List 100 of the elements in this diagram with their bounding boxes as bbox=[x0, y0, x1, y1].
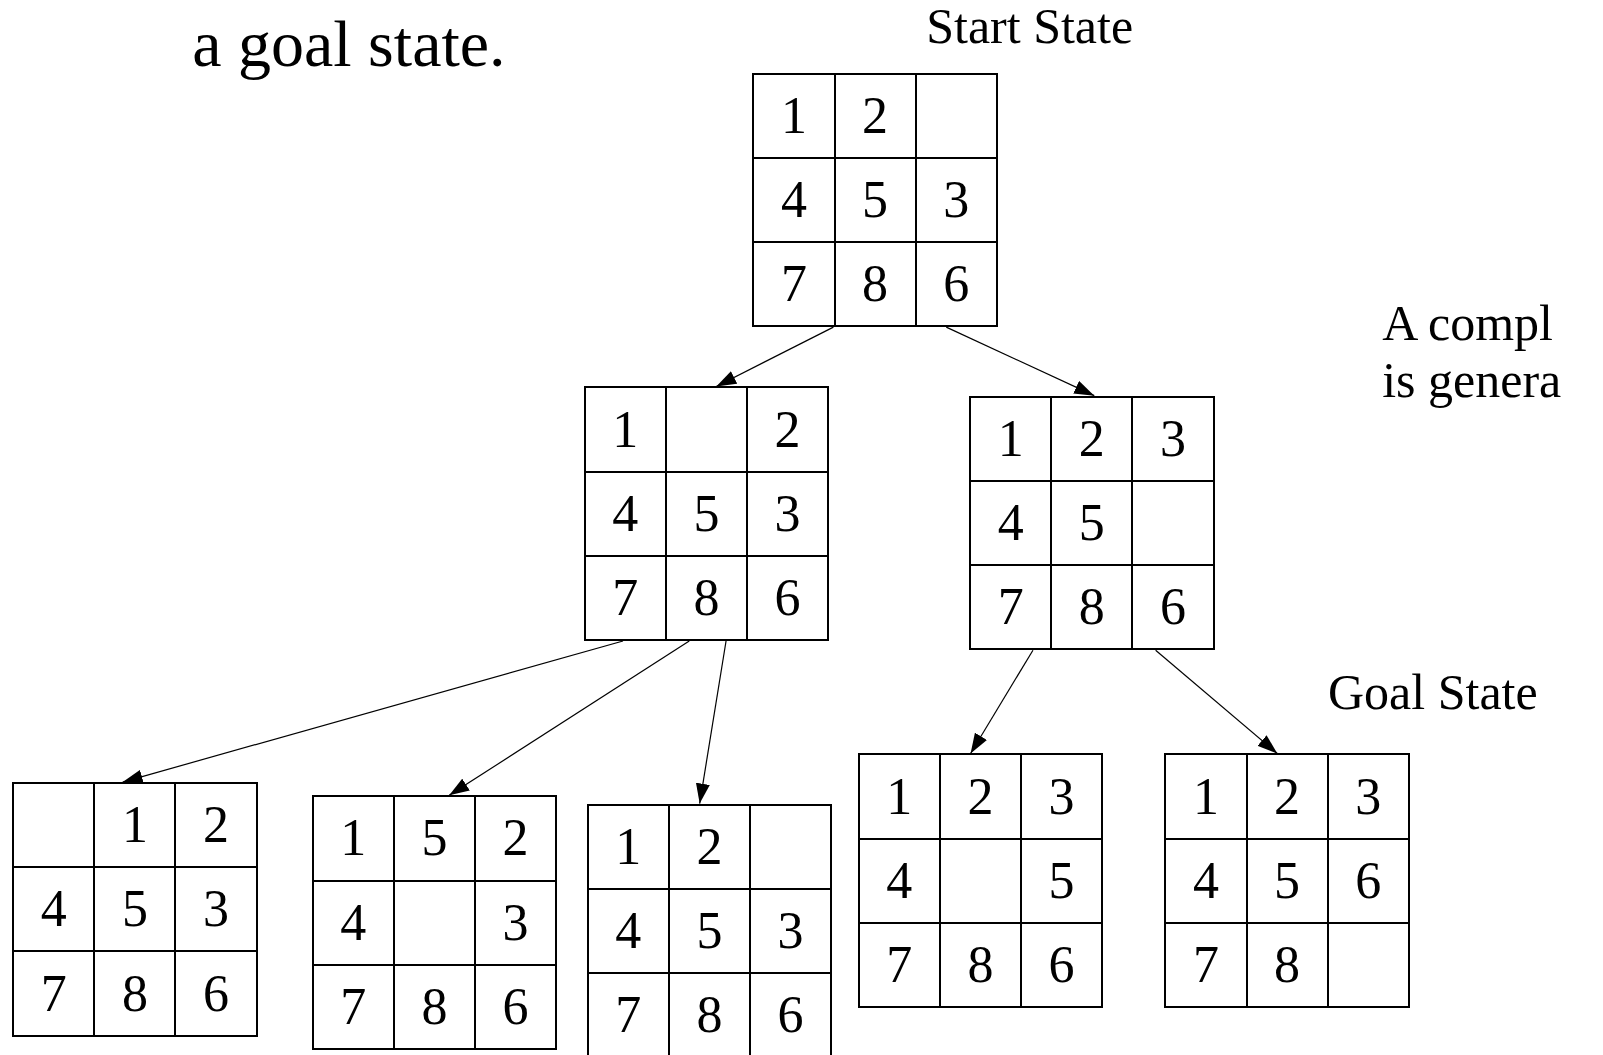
puzzle-tile bbox=[939, 754, 1021, 839]
tile-number: 5 bbox=[696, 904, 723, 957]
arrow bbox=[715, 326, 834, 388]
puzzle-tile bbox=[312, 796, 394, 881]
tile-number: 2 bbox=[862, 89, 889, 142]
puzzle-tile bbox=[1165, 838, 1247, 923]
tile-number: 2 bbox=[967, 770, 994, 823]
puzzle-tile bbox=[94, 867, 176, 952]
puzzle-tile bbox=[750, 972, 832, 1055]
tile-number: 7 bbox=[1192, 938, 1219, 991]
puzzle-tile bbox=[393, 964, 475, 1049]
tile-number: 5 bbox=[862, 173, 889, 226]
puzzle-tile bbox=[746, 387, 829, 472]
tile-number: 7 bbox=[780, 258, 807, 310]
puzzle-tile bbox=[970, 396, 1052, 481]
puzzle-tile bbox=[668, 888, 751, 973]
tile-number: 8 bbox=[421, 980, 448, 1033]
tile-number: 6 bbox=[774, 571, 801, 624]
puzzle-board bbox=[586, 803, 833, 1055]
blank-tile bbox=[750, 804, 832, 889]
tile-number: 3 bbox=[774, 487, 801, 540]
tile-number: 5 bbox=[1078, 496, 1105, 549]
tile-number: 5 bbox=[1274, 854, 1301, 907]
puzzle-tile bbox=[834, 157, 916, 242]
tile-number: 2 bbox=[774, 403, 801, 456]
puzzle-tile bbox=[858, 838, 940, 923]
puzzle-tile bbox=[1051, 480, 1133, 565]
tile-number: 6 bbox=[502, 980, 529, 1033]
tile-number: 5 bbox=[693, 487, 720, 540]
puzzle-tile bbox=[393, 796, 475, 881]
note-text: A compl bbox=[1382, 296, 1553, 352]
tile-number: 4 bbox=[1192, 854, 1219, 907]
tile-number: 3 bbox=[502, 896, 529, 949]
puzzle-tile bbox=[939, 922, 1021, 1007]
tile-number: 3 bbox=[1159, 412, 1186, 465]
tile-number: 3 bbox=[1355, 770, 1382, 823]
tile-number: 1 bbox=[612, 403, 639, 456]
tile-number: 6 bbox=[203, 967, 230, 1020]
tile-number: 4 bbox=[615, 904, 642, 957]
puzzle-tile bbox=[1165, 922, 1247, 1007]
puzzle-tile bbox=[668, 804, 751, 889]
tile-number: 3 bbox=[203, 883, 230, 936]
puzzle-board bbox=[752, 72, 998, 328]
puzzle-tile bbox=[834, 241, 916, 327]
tile-number: 8 bbox=[967, 938, 994, 991]
arrow bbox=[970, 649, 1034, 755]
puzzle-tile bbox=[753, 157, 835, 242]
tile-number: 4 bbox=[612, 487, 639, 540]
puzzle-board bbox=[857, 753, 1104, 1008]
heading-text: a goal state. bbox=[192, 8, 506, 81]
puzzle-tile bbox=[746, 471, 829, 556]
tile-number: 5 bbox=[1048, 854, 1075, 907]
tile-number: 7 bbox=[997, 581, 1024, 634]
puzzle-board bbox=[12, 782, 258, 1037]
tile-number: 8 bbox=[121, 967, 148, 1020]
puzzle-board bbox=[311, 795, 558, 1050]
puzzle-tile bbox=[587, 804, 669, 889]
puzzle-tile bbox=[1051, 565, 1133, 650]
tile-number: 2 bbox=[1274, 770, 1301, 823]
tile-number: 7 bbox=[40, 967, 67, 1020]
blank-tile bbox=[1132, 480, 1214, 565]
tile-number: 1 bbox=[121, 799, 148, 852]
state-caption: Start State bbox=[926, 1, 1134, 51]
puzzle-tile bbox=[1051, 396, 1133, 481]
tile-number: 1 bbox=[886, 770, 913, 823]
tile-number: 7 bbox=[615, 988, 642, 1041]
blank-tile bbox=[915, 73, 997, 158]
tile-number: 3 bbox=[1048, 770, 1075, 823]
arrow bbox=[695, 640, 727, 805]
blank-tile bbox=[1327, 922, 1409, 1007]
puzzle-board bbox=[969, 395, 1215, 651]
puzzle-tile bbox=[312, 964, 394, 1049]
tile-number: 8 bbox=[693, 571, 720, 624]
puzzle-tile bbox=[587, 888, 669, 973]
puzzle-tile bbox=[668, 972, 751, 1055]
tile-number: 7 bbox=[886, 938, 913, 991]
tile-number: 4 bbox=[780, 173, 807, 226]
puzzle-tile bbox=[1020, 922, 1103, 1007]
puzzle-tile bbox=[13, 951, 95, 1036]
tile-number: 4 bbox=[886, 854, 913, 907]
tile-number: 6 bbox=[777, 988, 804, 1041]
puzzle-tile bbox=[915, 241, 997, 327]
tile-number: 5 bbox=[421, 812, 448, 865]
puzzle-tile bbox=[1246, 754, 1328, 839]
puzzle-tile bbox=[915, 157, 997, 242]
blank-tile bbox=[13, 783, 95, 868]
tile-number: 2 bbox=[1078, 412, 1105, 465]
tile-number: 2 bbox=[502, 812, 529, 865]
arrow bbox=[122, 640, 624, 784]
puzzle-tile bbox=[584, 387, 666, 472]
tile-number: 1 bbox=[1192, 770, 1219, 823]
puzzle-tile bbox=[750, 888, 832, 973]
puzzle-tile bbox=[1246, 838, 1328, 923]
puzzle-tile bbox=[584, 471, 666, 556]
note-text: is genera bbox=[1382, 352, 1562, 408]
puzzle-tile bbox=[1246, 922, 1328, 1007]
tile-number: 2 bbox=[203, 799, 230, 852]
puzzle-tile bbox=[858, 922, 940, 1007]
arrow bbox=[945, 326, 1095, 397]
tile-number: 1 bbox=[615, 820, 642, 873]
